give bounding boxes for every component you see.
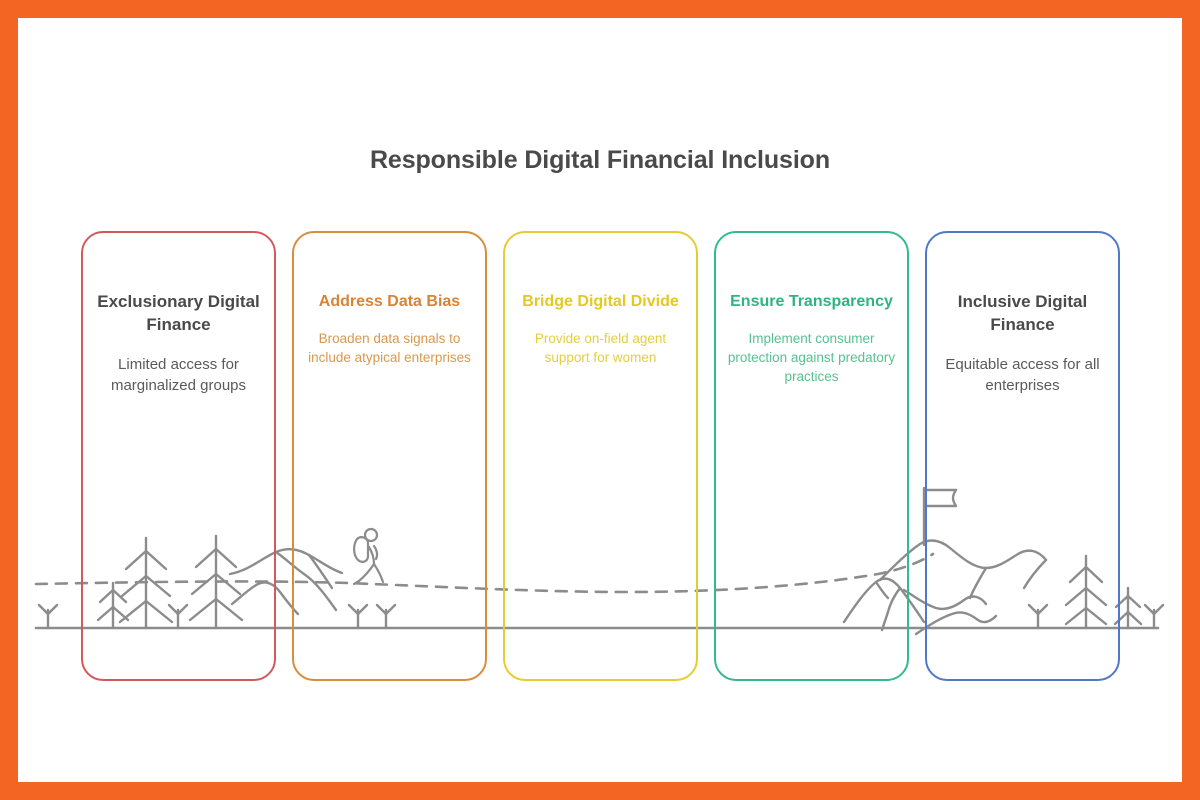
diagram-canvas: Responsible Digital Financial Inclusion — [18, 18, 1182, 782]
card-description: Implement consumer protection against pr… — [727, 330, 896, 384]
card-description: Broaden data signals to include atypical… — [308, 330, 471, 365]
card-title: Address Data Bias — [318, 293, 461, 310]
stage-card-exclusionary-digital-finance[interactable]: Exclusionary Digital Finance Limited acc… — [81, 231, 276, 681]
stage-card-row: Exclusionary Digital Finance Limited acc… — [81, 231, 1120, 681]
card-body: Bridge Digital Divide Provide on-field a… — [505, 233, 696, 367]
card-body: Ensure Transparency Implement consumer p… — [716, 233, 907, 386]
card-body: Exclusionary Digital Finance Limited acc… — [83, 233, 274, 396]
card-title: Inclusive Digital Finance — [957, 292, 1088, 334]
card-description: Equitable access for all enterprises — [945, 355, 1100, 394]
page-title: Responsible Digital Financial Inclusion — [369, 146, 831, 174]
card-title: Exclusionary Digital Finance — [97, 292, 260, 334]
stage-card-bridge-digital-divide[interactable]: Bridge Digital Divide Provide on-field a… — [503, 231, 698, 681]
card-body: Address Data Bias Broaden data signals t… — [294, 233, 485, 367]
card-description: Limited access for marginalized groups — [110, 355, 247, 394]
stage-card-address-data-bias[interactable]: Address Data Bias Broaden data signals t… — [292, 231, 487, 681]
card-body: Inclusive Digital Finance Equitable acce… — [927, 233, 1118, 396]
card-title: Ensure Transparency — [730, 293, 893, 310]
card-description: Provide on-field agent support for women — [534, 330, 667, 365]
card-title: Bridge Digital Divide — [522, 293, 679, 310]
stage-card-ensure-transparency[interactable]: Ensure Transparency Implement consumer p… — [714, 231, 909, 681]
stage-card-inclusive-digital-finance[interactable]: Inclusive Digital Finance Equitable acce… — [925, 231, 1120, 681]
